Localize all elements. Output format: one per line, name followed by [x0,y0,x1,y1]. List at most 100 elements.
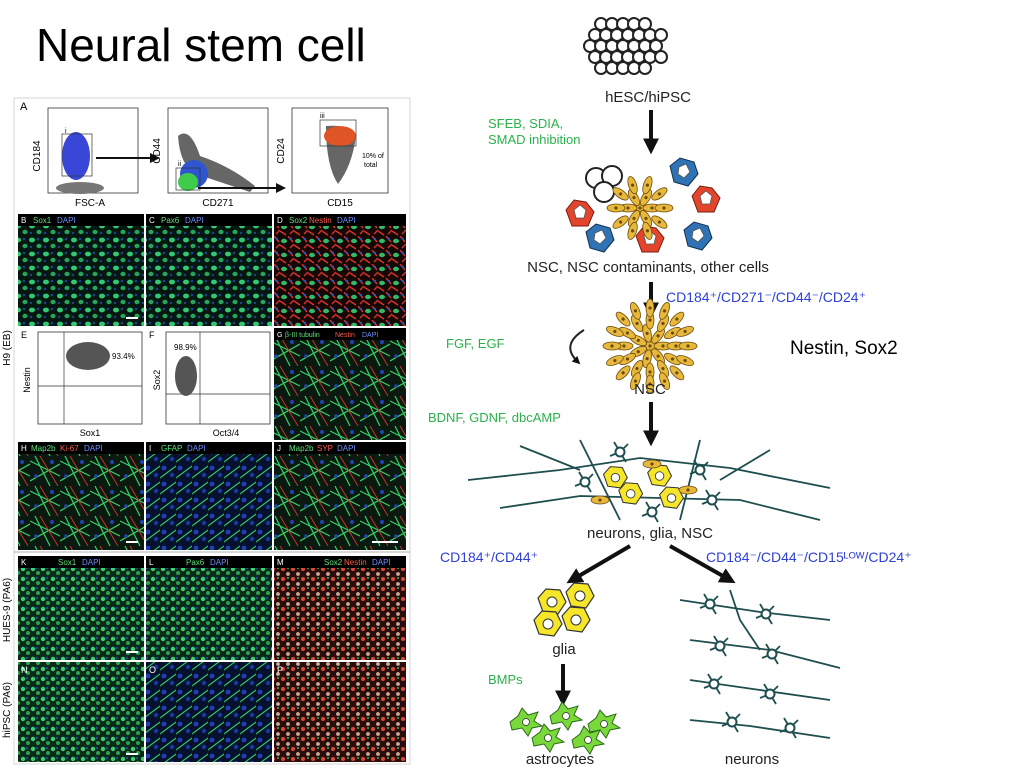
svg-text:Map2b: Map2b [289,444,314,453]
hesc-cell [638,61,652,75]
panel-p: P [274,662,406,762]
panel-m: M Sox2 Nestin DAPI [274,556,406,660]
nsc-cell [656,300,673,322]
panel-n: N [18,662,144,762]
slide-title: Neural stem cell [36,19,366,71]
svg-text:L: L [149,558,154,567]
diff-label: BDNF, GDNF, dbcAMP [428,410,561,425]
nsc-cell [604,352,626,369]
nsc-cell [667,363,687,383]
svg-text:GFAP: GFAP [161,444,182,453]
panel-h: H Map2b Ki-67 DAPI [18,442,144,550]
panel-o: O [146,662,272,762]
nsc-cell [654,203,674,213]
flow-plot-3: iii 10% of total CD24 CD15 [276,107,389,209]
network-label: neurons, glia, NSC [587,525,713,542]
svg-text:C: C [149,216,155,225]
svg-text:Nestin: Nestin [22,367,32,393]
side-label-hipsc: hiPSC (PA6) [2,682,13,738]
svg-text:Sox2: Sox2 [152,370,162,391]
svg-text:O: O [149,665,156,675]
panel-e: E 93.4% Nestin Sox1 [18,328,144,442]
sort1-label: CD184⁺/CD271⁻/CD44⁻/CD24⁺ [666,289,866,305]
nsc-cell [602,341,622,351]
neuron-glia-network [467,439,831,523]
svg-text:Ki-67: Ki-67 [60,444,79,453]
svg-text:I: I [149,444,151,453]
svg-text:93.4%: 93.4% [112,352,135,361]
svg-text:Sox1: Sox1 [80,428,101,438]
glia-label: glia [552,641,576,658]
panel-a-label: A [20,101,28,113]
astrocyte-cells [509,701,621,755]
svg-text:DAPI: DAPI [372,558,391,567]
svg-text:98.9%: 98.9% [174,343,197,352]
panel-j: J Map2b SYP DAPI [274,442,406,550]
side-label-hues9: HUES-9 (PA6) [2,578,13,642]
hesc-colony [583,17,668,75]
panel-i: I GFAP DAPI [146,442,272,550]
nsc-cell [606,203,626,213]
svg-text:G: G [277,332,282,339]
growth-label: FGF, EGF [446,336,505,351]
plot1-ylabel: CD184 [32,140,43,172]
nsc-cell [674,323,696,340]
svg-text:D: D [277,216,283,225]
svg-text:DAPI: DAPI [337,216,356,225]
bmps-label: BMPs [488,672,523,687]
svg-text:H: H [21,444,27,453]
svg-text:Pax6: Pax6 [186,558,205,567]
panel-d: D Sox2 Nestin DAPI [274,214,406,326]
svg-text:DAPI: DAPI [82,558,101,567]
nsc-cell [667,309,687,329]
svg-text:SYP: SYP [317,444,333,453]
nsc-cluster [602,298,698,394]
neurons-label: neurons [725,751,779,768]
plot2-ylabel: CD44 [152,138,163,164]
nsc-cell [674,352,696,369]
panel-c: C Pax6 DAPI [146,214,272,326]
arrow-a2 [198,183,286,193]
plot3-note-2: total [364,162,378,169]
nsc-label: NSC [634,381,666,398]
svg-text:K: K [21,558,27,567]
svg-text:ii: ii [178,161,182,168]
svg-text:DAPI: DAPI [337,444,356,453]
svg-text:F: F [149,330,155,340]
hesc-cell [649,39,663,53]
svg-text:i: i [65,128,67,135]
svg-text:β-III tubulin: β-III tubulin [285,332,320,339]
svg-text:DAPI: DAPI [362,332,378,339]
nsc-cell [610,213,631,232]
nsc-cell [613,363,633,383]
panel-g: G β-III tubulin Nestin DAPI [274,328,406,440]
nsc-cell [645,298,655,318]
plot3-ylabel: CD24 [276,138,287,164]
svg-text:DAPI: DAPI [187,444,206,453]
svg-text:Sox1: Sox1 [33,216,52,225]
svg-text:iii: iii [320,113,325,120]
panel-l: L Pax6 DAPI [146,556,272,660]
svg-text:DAPI: DAPI [57,216,76,225]
plot3-note: 10% of [362,153,384,160]
panel-f: F 98.9% Sox2 Oct3/4 [146,328,272,442]
arrow-glia [566,544,632,584]
glia-cells [533,582,595,637]
svg-text:E: E [21,330,27,340]
svg-text:N: N [21,665,28,675]
svg-text:Sox2: Sox2 [324,558,343,567]
nsc-cell [649,184,670,203]
differentiation-diagram: hESC/hiPSC SFEB, SDIA, SMAD inhibition N… [428,17,912,768]
mix-label: NSC, NSC contaminants, other cells [527,259,769,276]
hesc-cell [638,17,652,31]
flow-plot-2: ii CD44 CD271 [152,107,269,209]
svg-text:DAPI: DAPI [185,216,204,225]
marker-note: Nestin, Sox2 [790,338,898,359]
astrocytes-label: astrocytes [526,751,594,768]
nsc-cell [678,341,698,351]
arrow-neurons [669,544,736,584]
svg-text:Nestin: Nestin [344,558,367,567]
microscopy-figure: H9 (EB) HUES-9 (PA6) hiPSC (PA6) A i CD1… [2,97,411,765]
hesc-cell [654,28,668,42]
nsc-cell [627,300,644,322]
